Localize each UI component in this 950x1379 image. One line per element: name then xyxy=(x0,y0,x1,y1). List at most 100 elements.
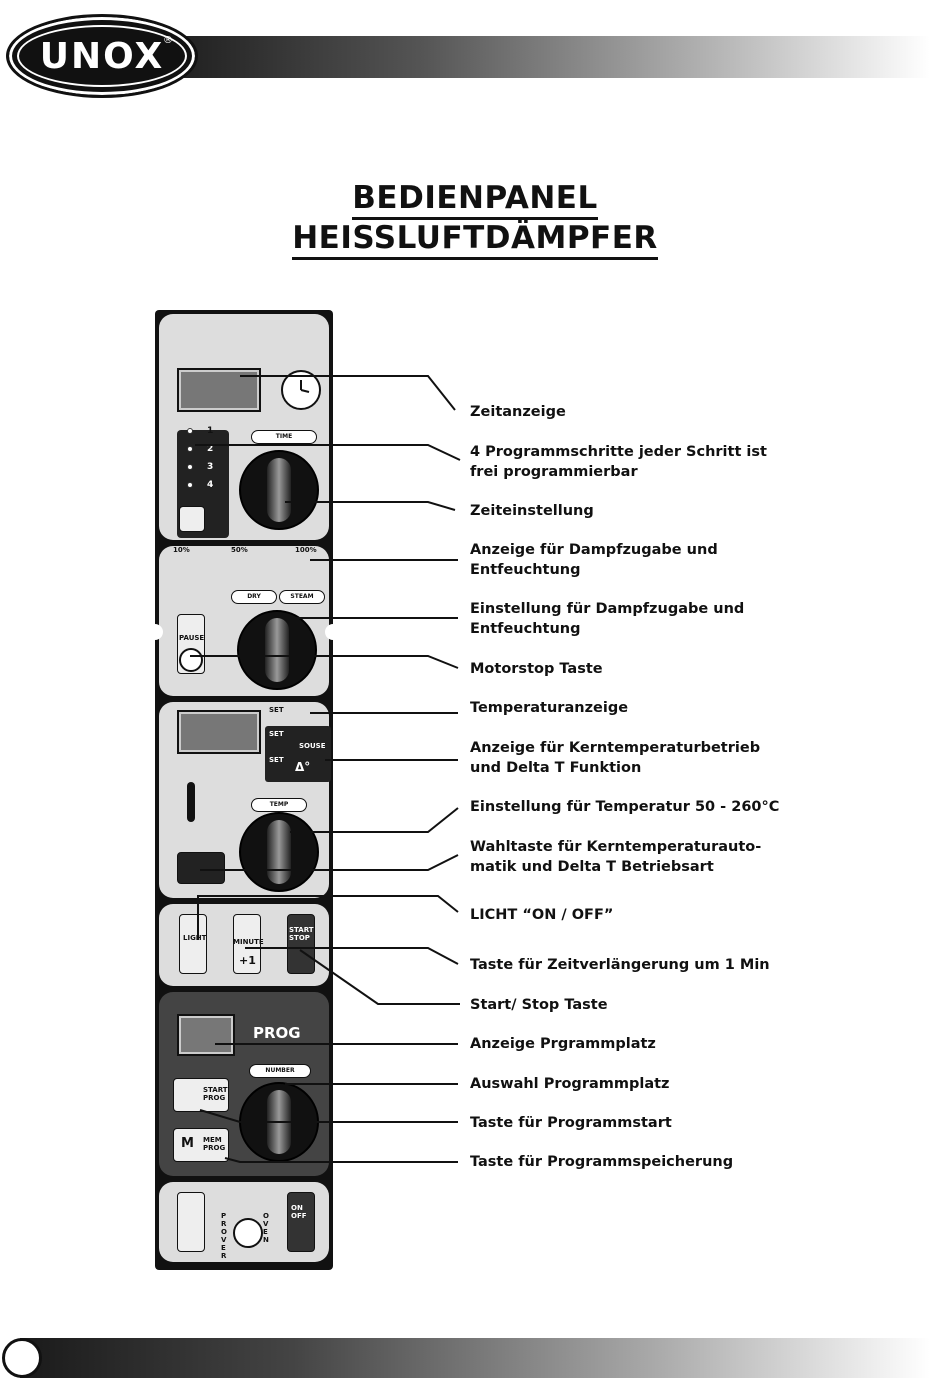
button-row-section: LIGHT MINUTE +1 START STOP xyxy=(159,904,329,986)
leader-17 xyxy=(224,1157,458,1163)
header-band xyxy=(150,36,930,78)
label-temperature-display-text: Temperaturanzeige xyxy=(470,700,629,716)
probe-label: SOUSE xyxy=(299,742,326,750)
leader-16 xyxy=(199,1109,458,1123)
label-minute: Taste für Zeitverlängerung um 1 Min xyxy=(470,955,770,975)
mem-prog-button[interactable] xyxy=(173,1128,229,1162)
start-stop-button[interactable] xyxy=(287,914,315,974)
unox-logo: UNOX ® xyxy=(6,14,198,98)
step-num-4: 4 xyxy=(207,480,214,490)
dry-arc: DRY xyxy=(231,590,277,604)
label-time-setting: Zeiteinstellung xyxy=(470,501,594,521)
label-core-temp-mode-l2: matik und Delta T Betriebsart xyxy=(470,859,714,875)
humidity-scale-high: 100% xyxy=(295,546,317,554)
label-start-stop-text: Start/ Stop Taste xyxy=(470,997,608,1013)
leader-12 xyxy=(245,947,459,965)
footer-band xyxy=(20,1338,930,1378)
light-button[interactable] xyxy=(179,914,207,974)
humidity-knob[interactable] xyxy=(237,610,317,690)
label-time-display: Zeitanzeige xyxy=(470,402,566,422)
panel-notch-left xyxy=(147,624,163,640)
temperature-display xyxy=(177,710,261,754)
steam-arc: STEAM xyxy=(279,590,325,604)
core-temp-mode-button[interactable] xyxy=(177,852,225,884)
start-prog-button[interactable] xyxy=(173,1078,229,1112)
page-marker xyxy=(2,1338,42,1378)
leader-1 xyxy=(240,375,456,411)
motor-stop-button[interactable] xyxy=(179,648,203,672)
label-humidity-setting-l1: Einstellung für Dampfzugabe und xyxy=(470,601,745,617)
humidity-scale-mid: 50% xyxy=(231,546,248,554)
label-humidity-display-l1: Anzeige für Dampfzugabe und xyxy=(470,542,718,558)
registered-mark: ® xyxy=(163,35,173,46)
minute-label: MINUTE xyxy=(233,938,264,946)
time-arc: TIME xyxy=(251,430,317,444)
step-num-1: 1 xyxy=(207,426,214,436)
step-led-4 xyxy=(187,482,193,488)
label-motor-stop: Motorstop Taste xyxy=(470,659,603,679)
label-light: LICHT “ON / OFF” xyxy=(470,905,613,925)
mem-label: M xyxy=(181,1136,194,1151)
humidity-scale-low: 10% xyxy=(173,546,190,554)
leader-2 xyxy=(195,444,461,461)
label-program-display: Anzeige Prgrammplatz xyxy=(470,1034,656,1054)
mode-selector[interactable] xyxy=(233,1218,263,1248)
time-knob[interactable] xyxy=(239,450,319,530)
label-core-temp-mode: Wahltaste für Kerntemperaturauto-matik u… xyxy=(470,837,761,877)
label-core-temp-display: Anzeige für Kerntemperaturbetrieb und Del… xyxy=(470,738,760,778)
label-time-setting-text: Zeiteinstellung xyxy=(470,503,594,519)
oven-label: OVEN xyxy=(263,1212,269,1244)
leader-13 xyxy=(299,949,460,1005)
label-light-text: LICHT “ON / OFF” xyxy=(470,907,614,923)
delta-label: Δ° xyxy=(295,760,311,774)
label-core-temp-display-l1: Anzeige für Kerntemperaturbetrieb xyxy=(470,740,761,756)
label-core-temp-display-l2: und Delta T Funktion xyxy=(470,760,642,776)
mem-prog-label: MEM PROG xyxy=(203,1136,226,1152)
leader-9 xyxy=(290,807,459,833)
panel-notch-right xyxy=(325,624,341,640)
temp-arc: TEMP xyxy=(251,798,307,812)
logo-inner: UNOX xyxy=(17,25,187,87)
label-time-display-text: Zeitanzeige xyxy=(470,404,566,420)
temperature-section: SET SET SOUSE SET Δ° TEMP xyxy=(159,702,331,898)
label-program-steps-l2: frei programmierbar xyxy=(470,464,638,480)
label-temperature-setting: Einstellung für Temperatur 50 - 260°C xyxy=(470,797,779,817)
prover-label: PROVER xyxy=(221,1212,227,1260)
label-program-display-text: Anzeige Prgrammplatz xyxy=(470,1036,656,1052)
set-label-3: SET xyxy=(269,756,284,764)
leader-3 xyxy=(285,501,456,511)
label-program-save-text: Taste für Programmspeicherung xyxy=(470,1154,734,1170)
program-display xyxy=(177,1014,235,1056)
set-label-1: SET xyxy=(269,706,284,714)
step-num-3: 3 xyxy=(207,462,214,472)
logo-text: UNOX xyxy=(39,35,165,77)
power-section: PROVER OVEN ON OFF xyxy=(159,1182,329,1262)
number-arc: NUMBER xyxy=(249,1064,311,1078)
step-num-2: 2 xyxy=(207,444,214,454)
label-temperature-setting-text: Einstellung für Temperatur 50 - 260°C xyxy=(470,799,780,815)
label-program-start: Taste für Programmstart xyxy=(470,1113,672,1133)
on-off-button[interactable] xyxy=(287,1192,315,1252)
start-stop-label: START STOP xyxy=(289,926,314,942)
label-minute-text: Taste für Zeitverlängerung um 1 Min xyxy=(470,957,770,973)
on-off-label: ON OFF xyxy=(291,1204,307,1220)
label-temperature-display: Temperaturanzeige xyxy=(470,698,628,718)
label-program-start-text: Taste für Programmstart xyxy=(470,1115,672,1131)
pause-label: PAUSE xyxy=(179,634,205,642)
plus-one-label: +1 xyxy=(239,954,256,967)
step-led-2 xyxy=(187,446,193,452)
title-text-2: HEISSLUFTDÄMPFER xyxy=(292,220,658,260)
vent-button[interactable] xyxy=(177,1192,205,1252)
leader-11 xyxy=(197,895,459,940)
program-step-button[interactable] xyxy=(179,506,205,532)
leader-6 xyxy=(190,655,459,669)
minute-button[interactable] xyxy=(233,914,261,974)
humidity-section: 10% 50% 100% DRY STEAM PAUSE xyxy=(159,546,329,696)
step-led-3 xyxy=(187,464,193,470)
temperature-knob[interactable] xyxy=(239,812,319,892)
label-start-stop: Start/ Stop Taste xyxy=(470,995,608,1015)
label-core-temp-mode-l1: Wahltaste für Kerntemperaturauto- xyxy=(470,839,762,855)
set-label-2: SET xyxy=(269,730,284,738)
label-motor-stop-text: Motorstop Taste xyxy=(470,661,603,677)
